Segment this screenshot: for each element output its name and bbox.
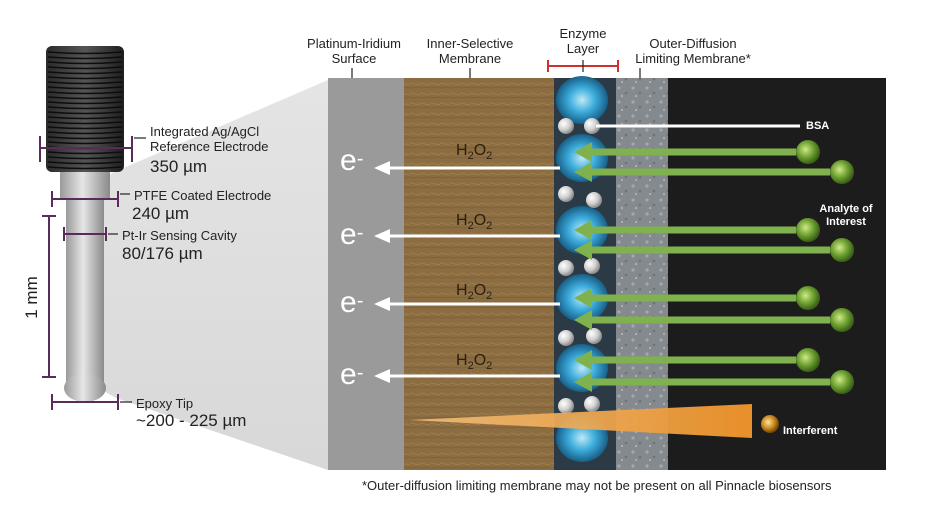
inner-membrane-label: Inner-Selective Membrane	[426, 36, 514, 66]
coil-winding	[47, 166, 123, 170]
enzyme-blob	[556, 76, 608, 124]
electron-label: e-	[340, 358, 364, 391]
ptfe-coated-shaft	[60, 172, 110, 200]
analyte-particle	[830, 308, 854, 332]
electron-arrowhead	[374, 369, 390, 383]
reference-size-label: 350 µm	[150, 157, 208, 176]
electron-label: e-	[340, 144, 364, 177]
coil-winding	[47, 161, 123, 165]
analyte-arrowhead	[574, 162, 592, 182]
bsa-sphere	[558, 118, 574, 134]
coil-winding	[47, 141, 123, 145]
coil-winding	[47, 86, 123, 90]
electron-arrowhead	[374, 297, 390, 311]
interferent-particle	[761, 415, 779, 433]
platinum-iridium-layer	[328, 78, 404, 470]
analyte-particle	[796, 286, 820, 310]
sensing-shaft	[66, 200, 104, 388]
peroxide-label: H2O2	[456, 352, 493, 373]
zoom-projection-band	[100, 80, 328, 470]
analyte-particle	[830, 370, 854, 394]
analyte-arrowhead	[574, 142, 592, 162]
peroxide-label: H2O2	[456, 212, 493, 233]
coil-winding	[47, 151, 123, 155]
electron-label: e-	[340, 218, 364, 251]
analyte-particle	[796, 140, 820, 164]
inner-selective-membrane	[404, 78, 554, 470]
coil-winding	[47, 131, 123, 135]
electron-label: e-	[340, 286, 364, 319]
footnote: *Outer-diffusion limiting membrane may n…	[362, 478, 832, 493]
analyte-arrowhead	[574, 220, 592, 240]
peroxide-label: H2O2	[456, 282, 493, 303]
bsa-sphere	[558, 260, 574, 276]
tip-width-line	[51, 394, 119, 410]
bsa-label: BSA	[806, 120, 830, 132]
coil-winding	[47, 76, 123, 80]
bsa-sphere	[558, 330, 574, 346]
electron-arrowhead	[374, 161, 390, 175]
analyte-label: Analyte of Interest	[819, 203, 873, 228]
ptfe-width-line	[51, 191, 119, 207]
analyte-particle	[830, 160, 854, 184]
coil-winding	[47, 81, 123, 85]
coil-winding	[47, 101, 123, 105]
bsa-sphere	[584, 396, 600, 412]
ptfe-label: PTFE Coated Electrode	[134, 188, 272, 203]
coil-winding	[47, 136, 123, 140]
ptfe-size-label: 240 µm	[132, 204, 190, 223]
analyte-particle	[830, 238, 854, 262]
coil-winding	[47, 106, 123, 110]
coil-winding	[47, 56, 123, 60]
electron-arrowhead	[374, 229, 390, 243]
coil-winding	[47, 91, 123, 95]
outer-diffusion-membrane	[616, 78, 668, 470]
coil-winding	[47, 51, 123, 55]
length-line	[42, 215, 56, 378]
coil-winding	[47, 121, 123, 125]
tip-label: Epoxy Tip	[136, 396, 194, 411]
coil-winding	[47, 126, 123, 130]
analyte-arrowhead	[574, 240, 592, 260]
cavity-label: Pt-Ir Sensing Cavity	[122, 228, 237, 243]
platinum-surface-label: Platinum-Iridium Surface	[307, 36, 401, 66]
outer-membrane-label: Outer-Diffusion Limiting Membrane*	[635, 36, 751, 66]
coil-winding	[47, 111, 123, 115]
analyte-particle	[796, 348, 820, 372]
coil-winding	[47, 96, 123, 100]
analyte-arrowhead	[574, 310, 592, 330]
coil-winding	[47, 71, 123, 75]
analyte-arrowhead	[574, 350, 592, 370]
analyte-arrowhead	[574, 288, 592, 308]
cavity-size-label: 80/176 µm	[122, 244, 203, 263]
coil-winding	[47, 66, 123, 70]
tip-size-label: ~200 - 225 µm	[136, 411, 247, 430]
bsa-sphere	[558, 398, 574, 414]
cavity-width-line	[63, 227, 107, 241]
length-label: 1 mm	[21, 276, 41, 319]
bsa-sphere	[584, 118, 600, 134]
analyte-arrowhead	[574, 372, 592, 392]
coil-winding	[47, 116, 123, 120]
enzyme-layer-label: Enzyme Layer	[559, 26, 607, 56]
epoxy-tip	[64, 374, 106, 402]
peroxide-label: H2O2	[456, 142, 493, 163]
reference-electrode-label: Integrated Ag/AgCl Reference Electrode	[150, 124, 269, 154]
bsa-sphere	[558, 186, 574, 202]
coil-winding	[47, 156, 123, 160]
interferent-label: Interferent	[783, 425, 838, 437]
bsa-sphere	[586, 328, 602, 344]
reference-width-line	[39, 136, 133, 162]
solution-region	[668, 78, 886, 470]
analyte-particle	[796, 218, 820, 242]
bsa-sphere	[584, 258, 600, 274]
coil-winding	[47, 61, 123, 65]
interferent-wedge	[410, 404, 752, 438]
bsa-sphere	[586, 192, 602, 208]
